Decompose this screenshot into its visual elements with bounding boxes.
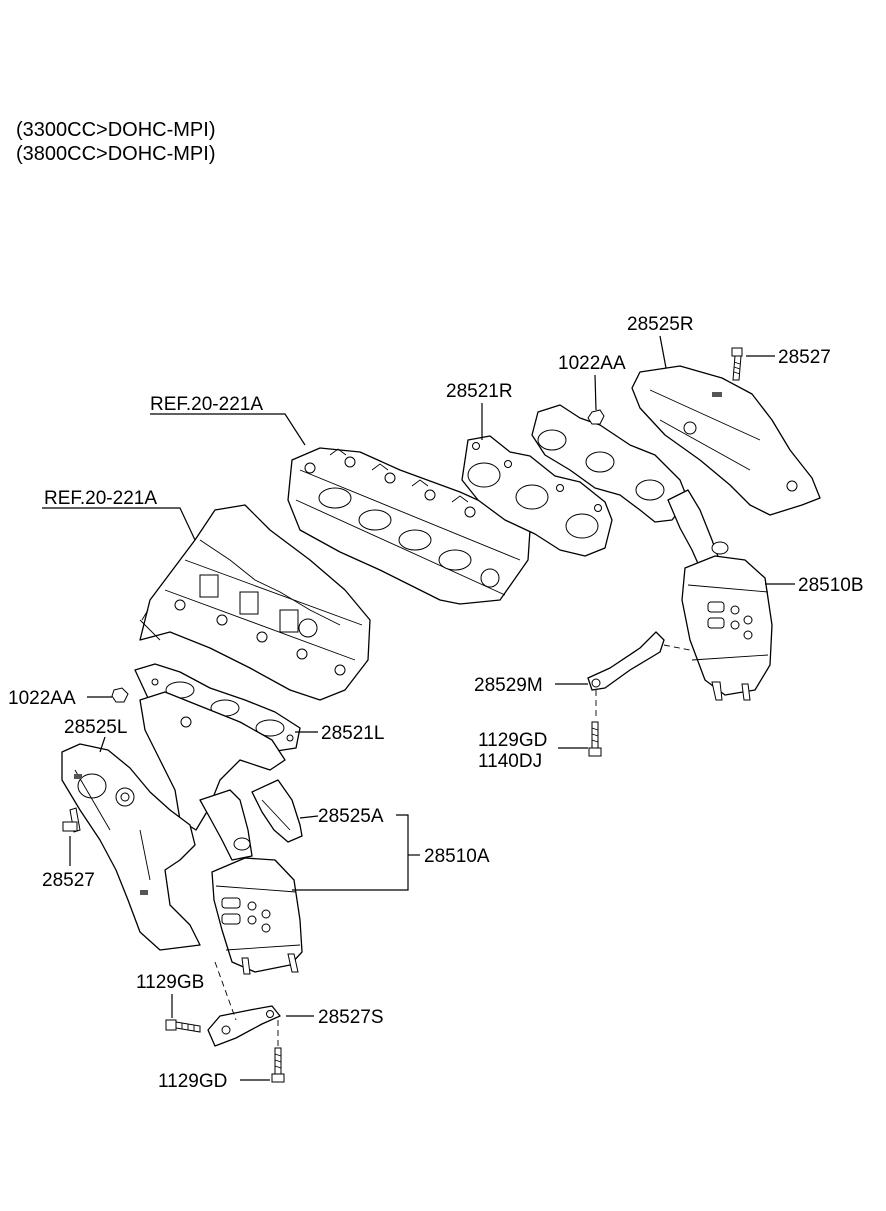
engine-block-left [139, 504, 371, 701]
leader-lines [42, 335, 795, 1081]
bolt-28527-left [62, 807, 81, 833]
label-1022aa-left: 1022AA [8, 688, 76, 709]
label-28525a: 28525A [318, 806, 384, 827]
label-28510a: 28510A [424, 846, 490, 867]
label-28521l: 28521L [321, 723, 384, 744]
nut-1022aa-right [587, 409, 605, 425]
exhaust-manifold-left [139, 691, 286, 831]
engine-spec-line-2: (3800CC>DOHC-MPI) [16, 143, 215, 165]
label-28525r: 28525R [627, 314, 694, 335]
label-ref-upper: REF.20-221A [150, 394, 263, 415]
cylinder-head-right [287, 447, 531, 605]
label-ref-lower: REF.20-221A [44, 488, 157, 509]
label-28521r: 28521R [446, 381, 513, 402]
exhaust-gasket-left [134, 663, 301, 753]
nut-1022aa-left [111, 687, 129, 703]
bracket-28527s [207, 961, 281, 1048]
bolt-1129gb [165, 1019, 201, 1033]
label-1140dj: 1140DJ [478, 751, 542, 772]
bracket-28529m [587, 631, 691, 720]
label-28510b: 28510B [798, 575, 864, 596]
bolt-1129gd-left [271, 1047, 285, 1083]
exhaust-gasket-right [461, 435, 613, 557]
label-28527-right: 28527 [778, 347, 831, 368]
label-28527-left: 28527 [42, 870, 95, 891]
catalytic-converter-right [667, 489, 773, 701]
label-1022aa-right: 1022AA [558, 353, 626, 374]
bolt-1129gd-right [588, 721, 602, 757]
heat-shield-28525a [251, 779, 303, 843]
label-1129gd-left: 1129GD [158, 1071, 227, 1092]
bolt-28527-right [731, 347, 743, 381]
label-28529m: 28529M [474, 675, 543, 696]
label-28527s: 28527S [318, 1007, 384, 1028]
heat-shield-left [61, 743, 201, 951]
engine-spec-line-1: (3300CC>DOHC-MPI) [16, 119, 215, 141]
label-1129gd-right: 1129GD [478, 730, 547, 751]
heat-shield-right [631, 365, 821, 516]
catalytic-converter-left [199, 789, 303, 975]
label-28525l: 28525L [64, 717, 127, 738]
label-1129gb: 1129GB [136, 972, 204, 993]
